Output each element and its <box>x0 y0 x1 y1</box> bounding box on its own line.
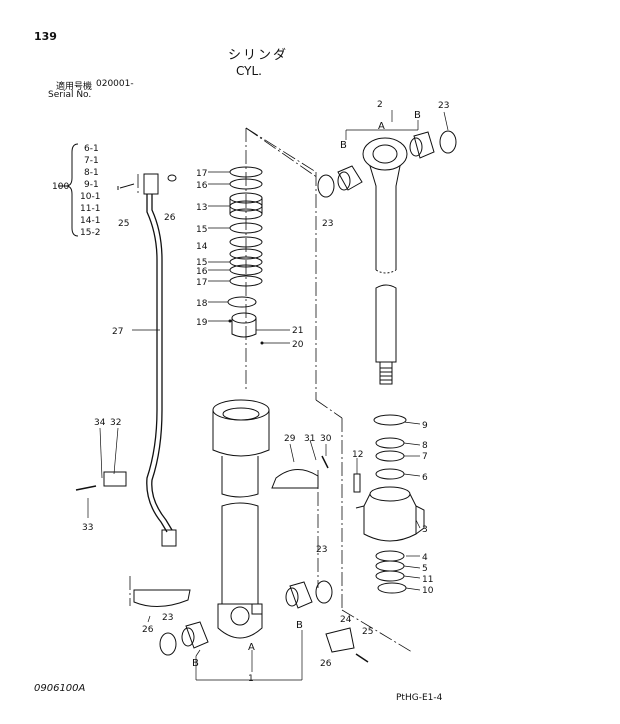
bushing-bottom-right <box>289 581 313 609</box>
callout-5: 5 <box>422 564 428 574</box>
footer-right-code: PtHG-E1-4 <box>396 693 443 703</box>
callout-26: 26 <box>142 625 154 635</box>
callout-3: 3 <box>422 525 428 535</box>
callout-23: 23 <box>322 219 333 229</box>
callout-15: 15 <box>196 258 207 268</box>
kit-item: 9-1 <box>84 180 99 190</box>
letter-b-bottom-right: B <box>296 620 303 631</box>
callout-16: 16 <box>196 181 208 191</box>
seal-stack <box>227 166 263 338</box>
callout-23: 23 <box>162 613 173 623</box>
kit-item: 15-2 <box>80 228 100 238</box>
oring-23-right <box>439 130 457 154</box>
nut-19 <box>231 318 257 338</box>
callout-16: 16 <box>196 267 208 277</box>
letter-b-top-left: B <box>340 140 347 151</box>
callout-4: 4 <box>422 553 428 563</box>
bolt-12 <box>353 473 361 493</box>
kit-item: 7-1 <box>84 156 99 166</box>
kit-item: 8-1 <box>84 168 99 178</box>
serial-value: 020001- <box>96 79 134 89</box>
callout-23: 23 <box>438 101 449 111</box>
leader-lines <box>87 110 449 681</box>
cylinder-tube <box>212 399 270 639</box>
serial-label-en: Serial No. <box>48 90 92 100</box>
title-en: CYL. <box>236 64 262 78</box>
oring-23-bottom-left <box>159 632 177 656</box>
letter-a-top: A <box>378 121 385 132</box>
callout-21: 21 <box>292 326 303 336</box>
bushing-left <box>337 165 363 191</box>
serial-label-jp: 適用号機 <box>56 82 93 92</box>
callout-25: 25 <box>362 627 373 637</box>
clamp-29 <box>271 469 319 489</box>
callout-30: 30 <box>320 434 332 444</box>
footer-left-code: 0906100A <box>34 683 86 694</box>
callout-27: 27 <box>112 327 123 337</box>
tube-bottom-eye <box>217 603 263 639</box>
alignment-lines <box>129 127 413 653</box>
bushing-bottom-left <box>185 621 209 649</box>
pipe-27 <box>151 194 173 531</box>
cylinder-head <box>355 414 425 594</box>
callout-13: 13 <box>196 203 207 213</box>
callout-31: 31 <box>304 434 315 444</box>
callout-20: 20 <box>292 340 304 350</box>
oring-23-bottom-right <box>315 580 333 604</box>
callout-19: 19 <box>196 318 208 328</box>
kit-item: 10-1 <box>80 192 100 202</box>
callout-34: 34 <box>94 418 106 428</box>
letter-b-top-right: B <box>414 110 421 121</box>
callout-26: 26 <box>320 659 332 669</box>
block-24 <box>325 627 355 653</box>
rod-assembly <box>317 130 457 385</box>
callout-26: 26 <box>164 213 176 223</box>
oring-23-left <box>317 174 335 198</box>
kit-number: 100 <box>52 182 69 192</box>
clamp-lower <box>133 589 191 607</box>
callout-10: 10 <box>422 586 434 596</box>
callout-24: 24 <box>340 615 352 625</box>
pipe-flange-top <box>143 173 159 195</box>
callout-25: 25 <box>118 219 129 229</box>
callout-1: 1 <box>248 674 254 684</box>
kit-item: 14-1 <box>80 216 100 226</box>
letter-b-bottom-left: B <box>192 658 199 669</box>
callout-2: 2 <box>377 100 383 110</box>
callout-23: 23 <box>316 545 327 555</box>
callout-32: 32 <box>110 418 121 428</box>
callout-14: 14 <box>196 242 208 252</box>
callout-17: 17 <box>196 278 207 288</box>
callout-8: 8 <box>422 441 428 451</box>
callout-17: 17 <box>196 169 207 179</box>
bracket-32 <box>103 471 127 487</box>
kit-item: 11-1 <box>80 204 100 214</box>
callout-33: 33 <box>82 523 93 533</box>
callout-12: 12 <box>352 450 363 460</box>
title-jp: シリンダ <box>228 48 289 63</box>
page-number: 139 <box>34 30 57 43</box>
callout-29: 29 <box>284 434 296 444</box>
kit-item: 6-1 <box>84 144 99 154</box>
callout-15: 15 <box>196 225 207 235</box>
bushing-right <box>413 131 435 159</box>
letter-a-bottom: A <box>248 642 255 653</box>
callout-11: 11 <box>422 575 433 585</box>
callout-7: 7 <box>422 452 428 462</box>
callout-6: 6 <box>422 473 428 483</box>
pipe-flange-bottom <box>161 529 177 547</box>
callout-9: 9 <box>422 421 428 431</box>
rod-eye <box>362 137 408 171</box>
callout-18: 18 <box>196 299 208 309</box>
